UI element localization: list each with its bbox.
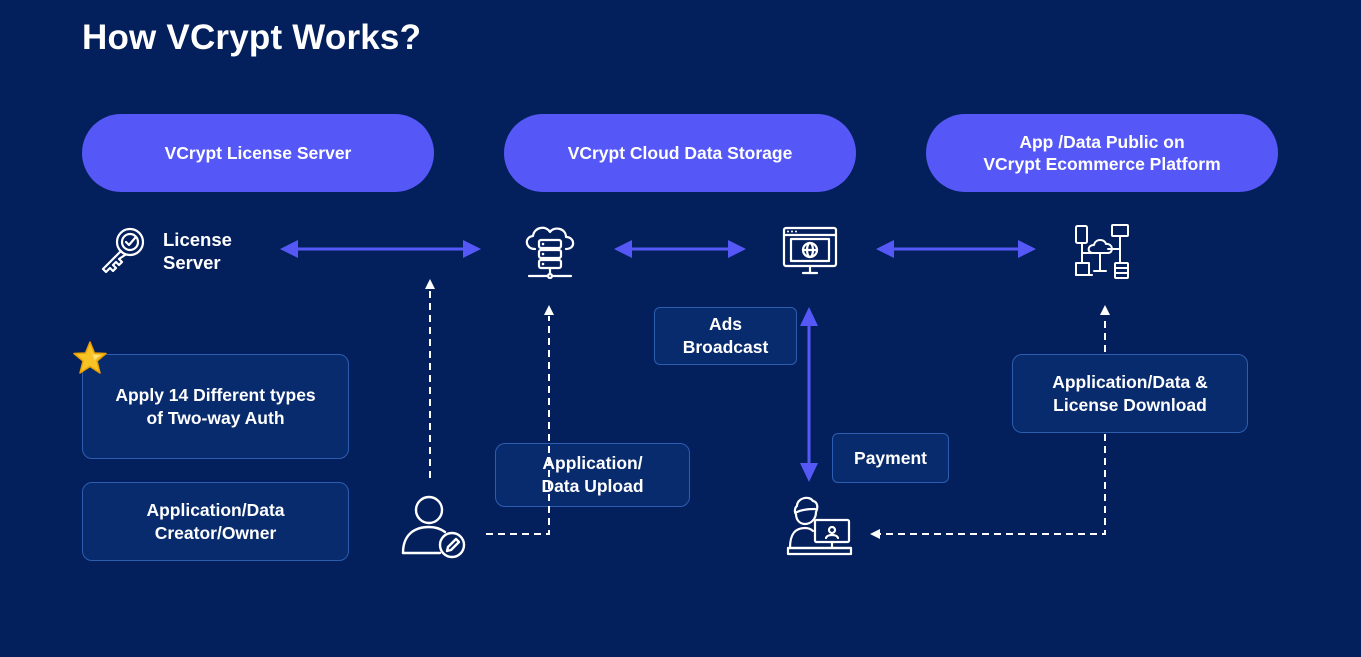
license-download-box: Application/Data & License Download <box>1012 354 1248 433</box>
license-server-pill-label: VCrypt License Server <box>164 143 352 163</box>
license-label-line1: License <box>163 229 232 250</box>
cloud-storage-pill: VCrypt Cloud Data Storage <box>504 114 856 192</box>
license-label-line2: Server <box>163 252 221 273</box>
license-server-label: License Server <box>163 228 232 274</box>
creator-line1: Application/Data <box>146 499 285 520</box>
cloud-storage-pill-label: VCrypt Cloud Data Storage <box>567 143 793 163</box>
data-upload-box: Application/ Data Upload <box>495 443 690 507</box>
cloud-server-icon <box>525 226 575 279</box>
payment-label: Payment <box>854 447 927 468</box>
creator-line2: Creator/Owner <box>154 522 277 543</box>
auth-line1: Apply 14 Different types <box>115 384 316 405</box>
download-line1: Application/Data & <box>1052 371 1208 392</box>
arrow-web-network <box>876 240 1036 258</box>
key-icon <box>101 227 145 274</box>
upload-line2: Data Upload <box>541 476 644 496</box>
user-edit-icon <box>401 495 466 559</box>
creator-owner-box: Application/Data Creator/Owner <box>82 482 349 561</box>
ecommerce-pill-line1: App /Data Public on <box>1019 132 1185 152</box>
ads-line2: Broadcast <box>682 337 769 357</box>
license-server-pill: VCrypt License Server <box>82 114 434 192</box>
arrow-license-cloud <box>280 240 481 258</box>
arrow-cloud-web <box>614 240 746 258</box>
auth-line2: of Two-way Auth <box>146 407 285 428</box>
dashed-download-buyer <box>880 434 1106 535</box>
network-devices-icon <box>1075 224 1129 279</box>
ecommerce-platform-pill: App /Data Public on VCrypt Ecommerce Pla… <box>926 114 1278 192</box>
two-way-auth-box: Apply 14 Different types of Two-way Auth <box>82 354 349 459</box>
payment-box: Payment <box>832 433 949 483</box>
star-icon <box>73 341 107 374</box>
arrow-web-buyer <box>800 307 818 482</box>
upload-line1: Application/ <box>542 453 643 473</box>
page-title: How VCrypt Works? <box>82 18 422 57</box>
web-monitor-icon <box>782 226 838 275</box>
ads-broadcast-box: Ads Broadcast <box>654 307 797 365</box>
dashed-owner-cloud <box>486 316 550 535</box>
download-line2: License Download <box>1053 394 1207 415</box>
person-computer-icon <box>786 496 853 556</box>
ecommerce-pill-line2: VCrypt Ecommerce Platform <box>983 154 1221 174</box>
ads-line1: Ads <box>708 314 743 334</box>
